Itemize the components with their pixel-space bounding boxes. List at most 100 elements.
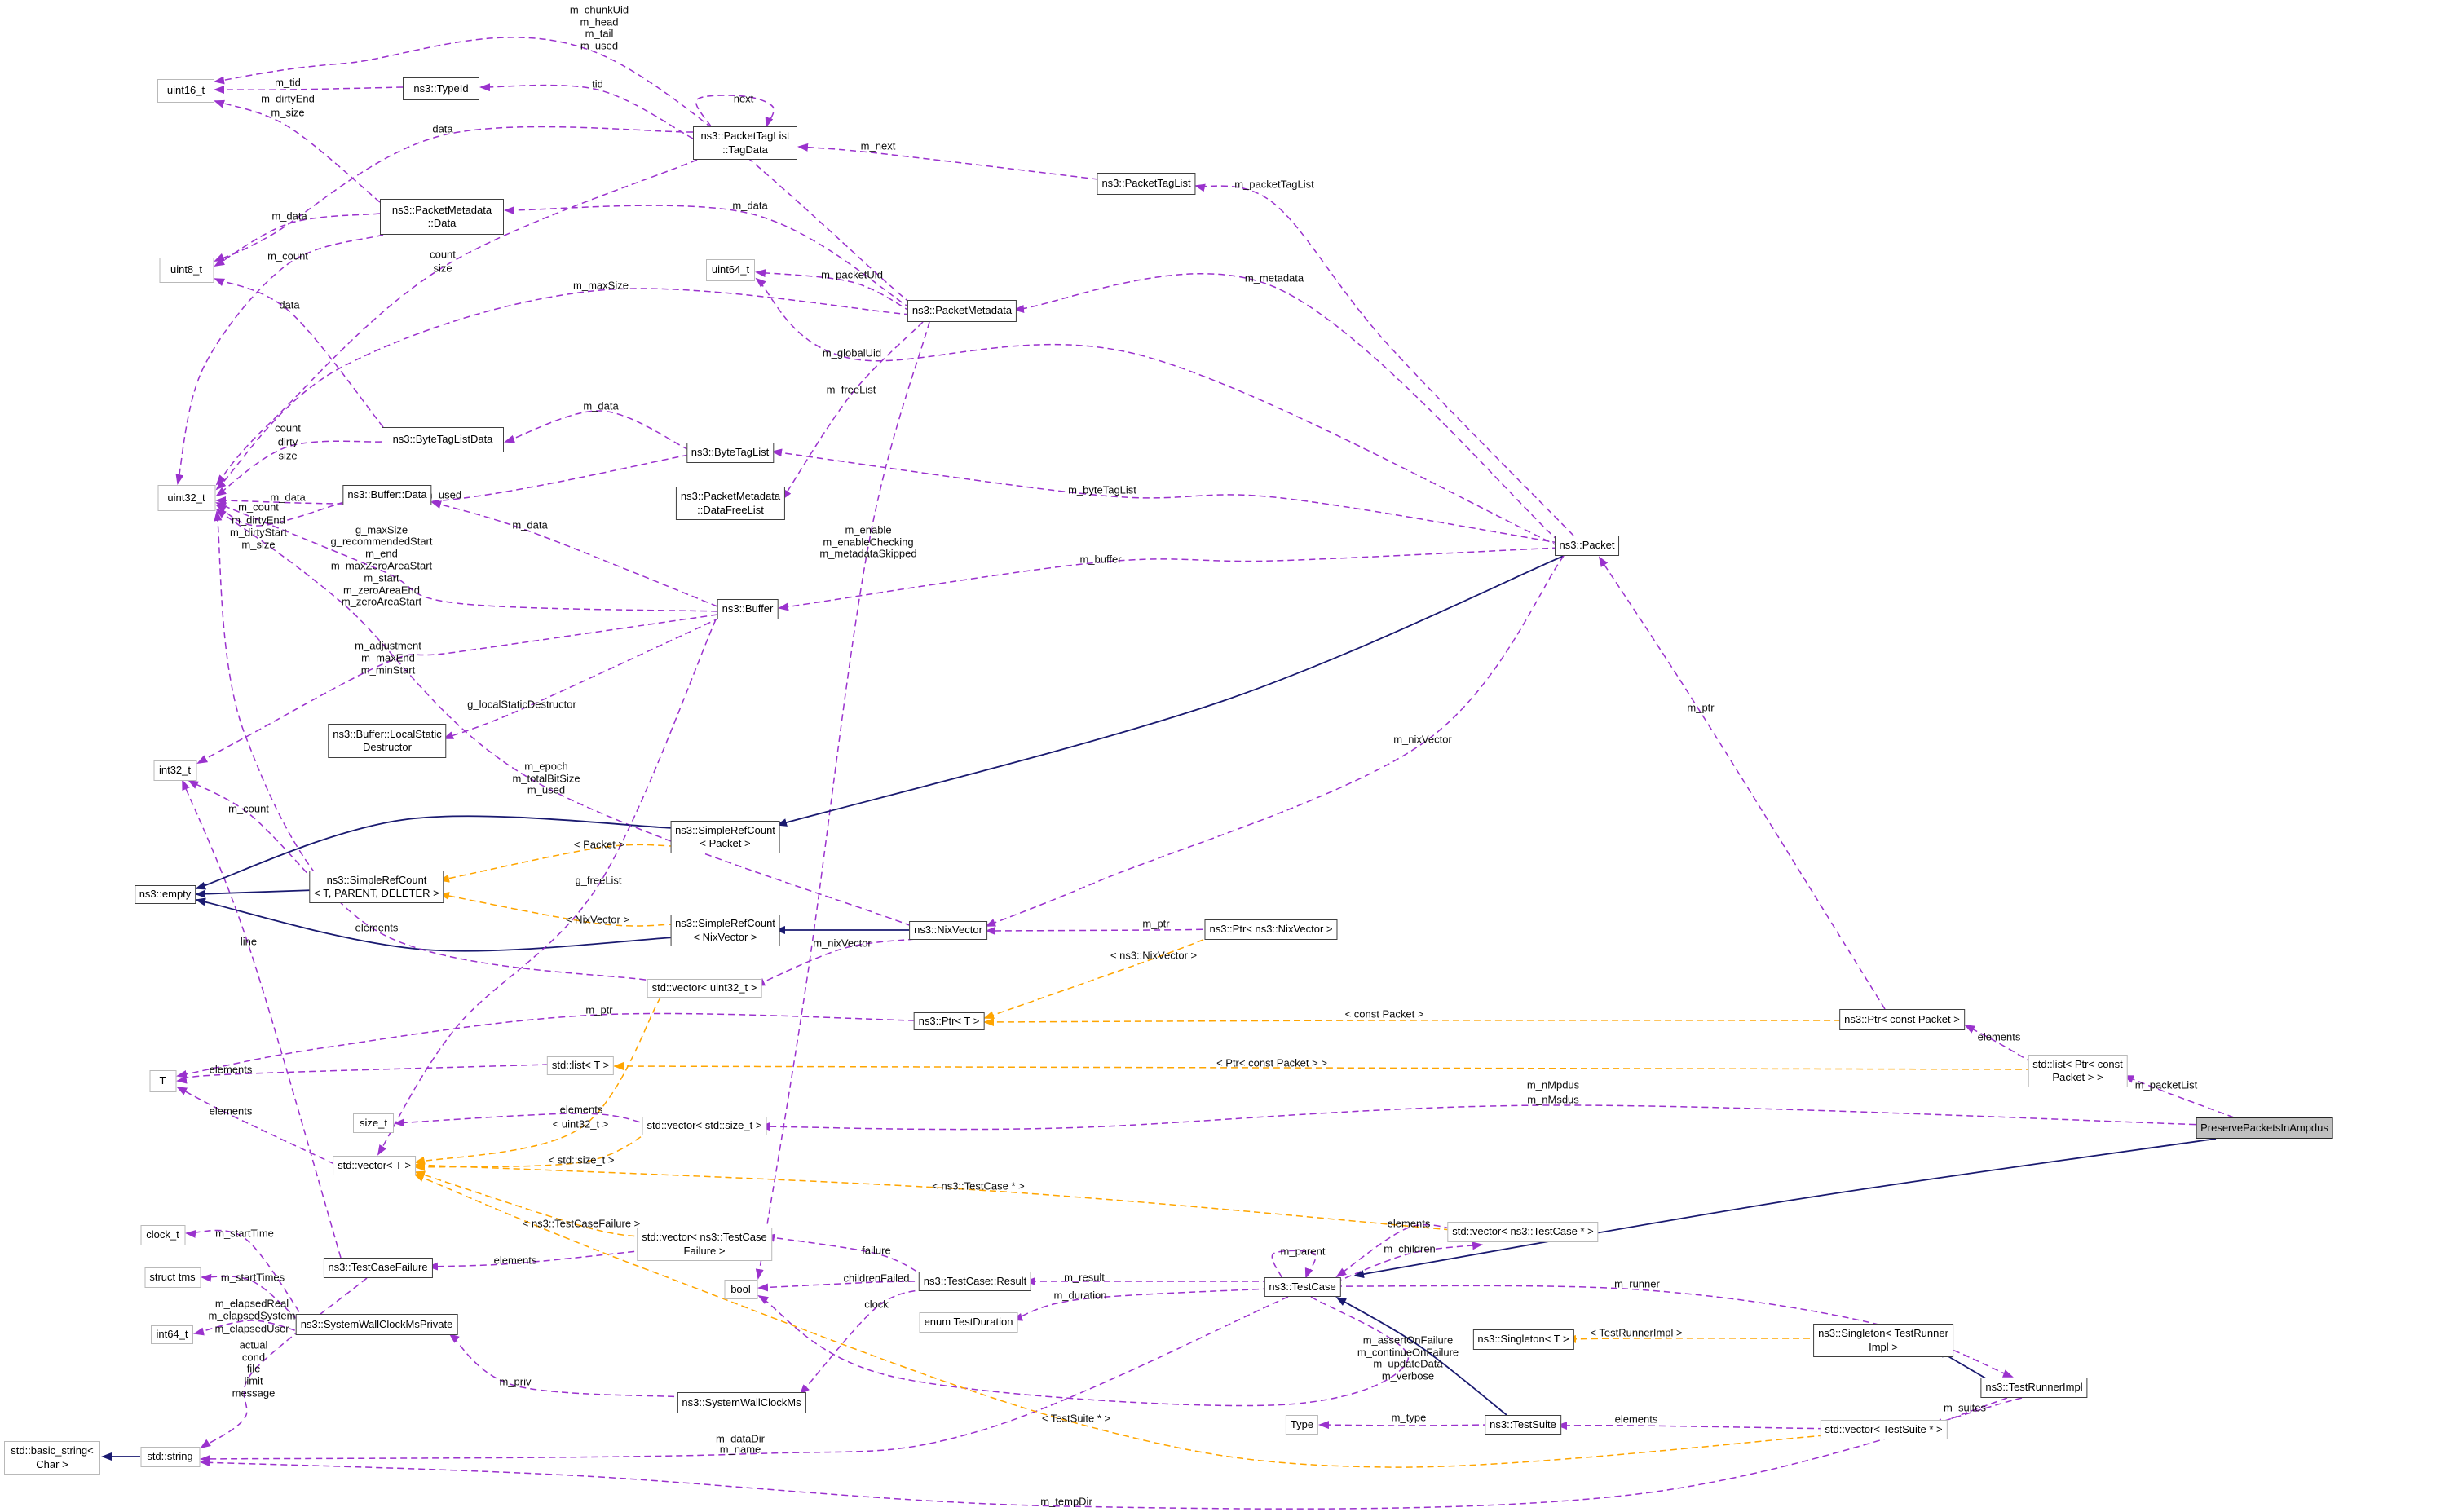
node-tri[interactable]: ns3::TestRunnerImpl [1980,1378,2088,1398]
edge-m-13 [755,269,911,312]
edge-t-48 [613,1062,2033,1071]
edge-label: elements [493,1254,537,1267]
edge-label: m_elapsedUser [214,1322,289,1335]
node-label-line: ns3::Ptr< ns3::NixVector > [1209,923,1333,936]
node-packetmetadata[interactable]: ns3::PacketMetadata [907,300,1017,322]
node-nixvector[interactable]: ns3::NixVector [909,921,987,940]
edge-label: m_dataDir [716,1432,765,1445]
node-label-line: ns3::SimpleRefCount [675,823,775,836]
edge-m-0 [214,37,911,304]
edge-t-57 [414,1170,646,1238]
node-int64[interactable]: int64_t [151,1325,193,1344]
edge-m-27 [196,614,718,764]
node-bytetaglist[interactable]: ns3::ByteTagList [686,443,775,463]
node-uint64[interactable]: uint64_t [706,259,755,281]
node-label-line: uint16_t [166,84,205,97]
node-vec_size[interactable]: std::vector< std::size_t > [642,1117,767,1135]
node-label-line: int64_t [156,1328,188,1341]
node-pmdata[interactable]: ns3::PacketMetadata::Data [380,199,504,235]
edge-m-82 [201,1273,306,1328]
node-tagdata[interactable]: ns3::PacketTagList::TagData [693,126,797,160]
edge-label: m_maxSize [573,279,629,292]
node-swcm[interactable]: ns3::SystemWallClockMs [677,1392,806,1413]
edge-label: m_byteTagList [1068,483,1136,496]
node-label-line: < T, PARENT, DELETER > [314,887,439,899]
node-testcase[interactable]: ns3::TestCase [1264,1277,1341,1297]
node-label-line: std::vector< std::size_t > [647,1119,762,1132]
node-bufferdata[interactable]: ns3::Buffer::Data [342,485,432,505]
node-src_packet[interactable]: ns3::SimpleRefCount< Packet > [670,821,780,853]
edge-label: m_freeList [826,383,876,396]
node-tms[interactable]: struct tms [144,1267,201,1288]
node-result[interactable]: ns3::TestCase::Result [918,1272,1032,1291]
node-uint8[interactable]: uint8_t [159,258,214,283]
node-bool[interactable]: bool [724,1280,757,1299]
node-type[interactable]: Type [1285,1415,1319,1435]
node-swcmp[interactable]: ns3::SystemWallClockMsPrivate [295,1314,458,1335]
edge-t-44 [983,1017,1842,1026]
node-uint16[interactable]: uint16_t [157,79,214,103]
node-label-line: bool [730,1282,751,1295]
node-packet[interactable]: ns3::Packet [1554,536,1620,556]
node-label-line: ns3::PacketMetadata [391,203,492,216]
edge-m-6 [1194,183,1574,536]
edge-label: count [275,421,301,434]
node-tcf[interactable]: ns3::TestCaseFailure [323,1258,433,1278]
node-int32[interactable]: int32_t [153,760,196,781]
edge-label: m_zeroAreaEnd [343,584,420,597]
node-label-line: ns3::Buffer::Data [347,488,427,501]
edge-label: count [430,248,456,261]
edge-label: m_used [580,39,619,52]
edge-m-83 [193,1320,306,1336]
node-basicstring[interactable]: std::basic_string<Char > [4,1441,100,1475]
edge-m-18 [214,278,384,428]
node-t[interactable]: T [149,1070,176,1092]
node-label-line: ::TagData [722,143,768,156]
edge-label: m_data [512,518,548,531]
node-ptr_cpacket[interactable]: ns3::Ptr< const Packet > [1839,1009,1965,1030]
node-label-line: ns3::TestRunnerImpl [1985,1381,2083,1394]
node-ptr_nix[interactable]: ns3::Ptr< ns3::NixVector > [1204,919,1338,940]
edge-label: < ns3::NixVector > [1110,949,1198,962]
node-packettaglist[interactable]: ns3::PacketTagList [1097,173,1196,195]
node-vec_ts[interactable]: std::vector< TestSuite * > [1820,1420,1948,1439]
node-uint32[interactable]: uint32_t [157,485,215,511]
node-empty[interactable]: ns3::empty [134,885,196,904]
node-ptr_t[interactable]: ns3::Ptr< T > [913,1012,985,1030]
node-singleton_t[interactable]: ns3::Singleton< T > [1472,1329,1574,1350]
node-label-line: uint8_t [170,263,203,276]
node-preserve[interactable]: PreservePacketsInAmpdus [2196,1117,2333,1139]
node-label-line: ns3::PacketTagList [1101,177,1191,190]
node-size_t[interactable]: size_t [353,1113,394,1133]
node-clock_t[interactable]: clock_t [140,1225,185,1245]
node-list_t[interactable]: std::list< T > [546,1056,615,1075]
node-src_tpd[interactable]: ns3::SimpleRefCount< T, PARENT, DELETER … [309,871,444,903]
edge-m-79 [200,1397,2023,1510]
edge-label: m_data [270,491,306,504]
node-duration[interactable]: enum TestDuration [919,1312,1018,1333]
edge-label: m_packetTagList [1234,178,1314,191]
node-string[interactable]: std::string [140,1447,200,1467]
node-datafreelist[interactable]: ns3::PacketMetadata::DataFreeList [675,487,786,520]
edge-m-16 [781,321,924,500]
node-bytetaglistdata[interactable]: ns3::ByteTagListData [382,427,504,452]
edge-label: m_startTimes [220,1271,285,1284]
node-label-line: Char > [36,1457,68,1470]
node-label-line: std::vector< TestSuite * > [1825,1422,1943,1435]
node-src_nix[interactable]: ns3::SimpleRefCount< NixVector > [670,915,780,946]
node-vec_tc[interactable]: std::vector< ns3::TestCase * > [1447,1222,1599,1242]
edge-i-34 [195,889,315,898]
edge-label: m_data [732,199,768,212]
edge-m-42 [985,926,1214,935]
edge-label: m_nMpdus [1526,1078,1580,1091]
node-vec_uint32[interactable]: std::vector< uint32_t > [647,979,762,998]
node-typeid[interactable]: ns3::TypeId [403,77,479,100]
node-buffer[interactable]: ns3::Buffer [717,599,779,619]
node-testsuite[interactable]: ns3::TestSuite [1485,1415,1561,1435]
node-vec_t[interactable]: std::vector< T > [333,1156,416,1175]
edge-label: m_enable [845,523,892,536]
